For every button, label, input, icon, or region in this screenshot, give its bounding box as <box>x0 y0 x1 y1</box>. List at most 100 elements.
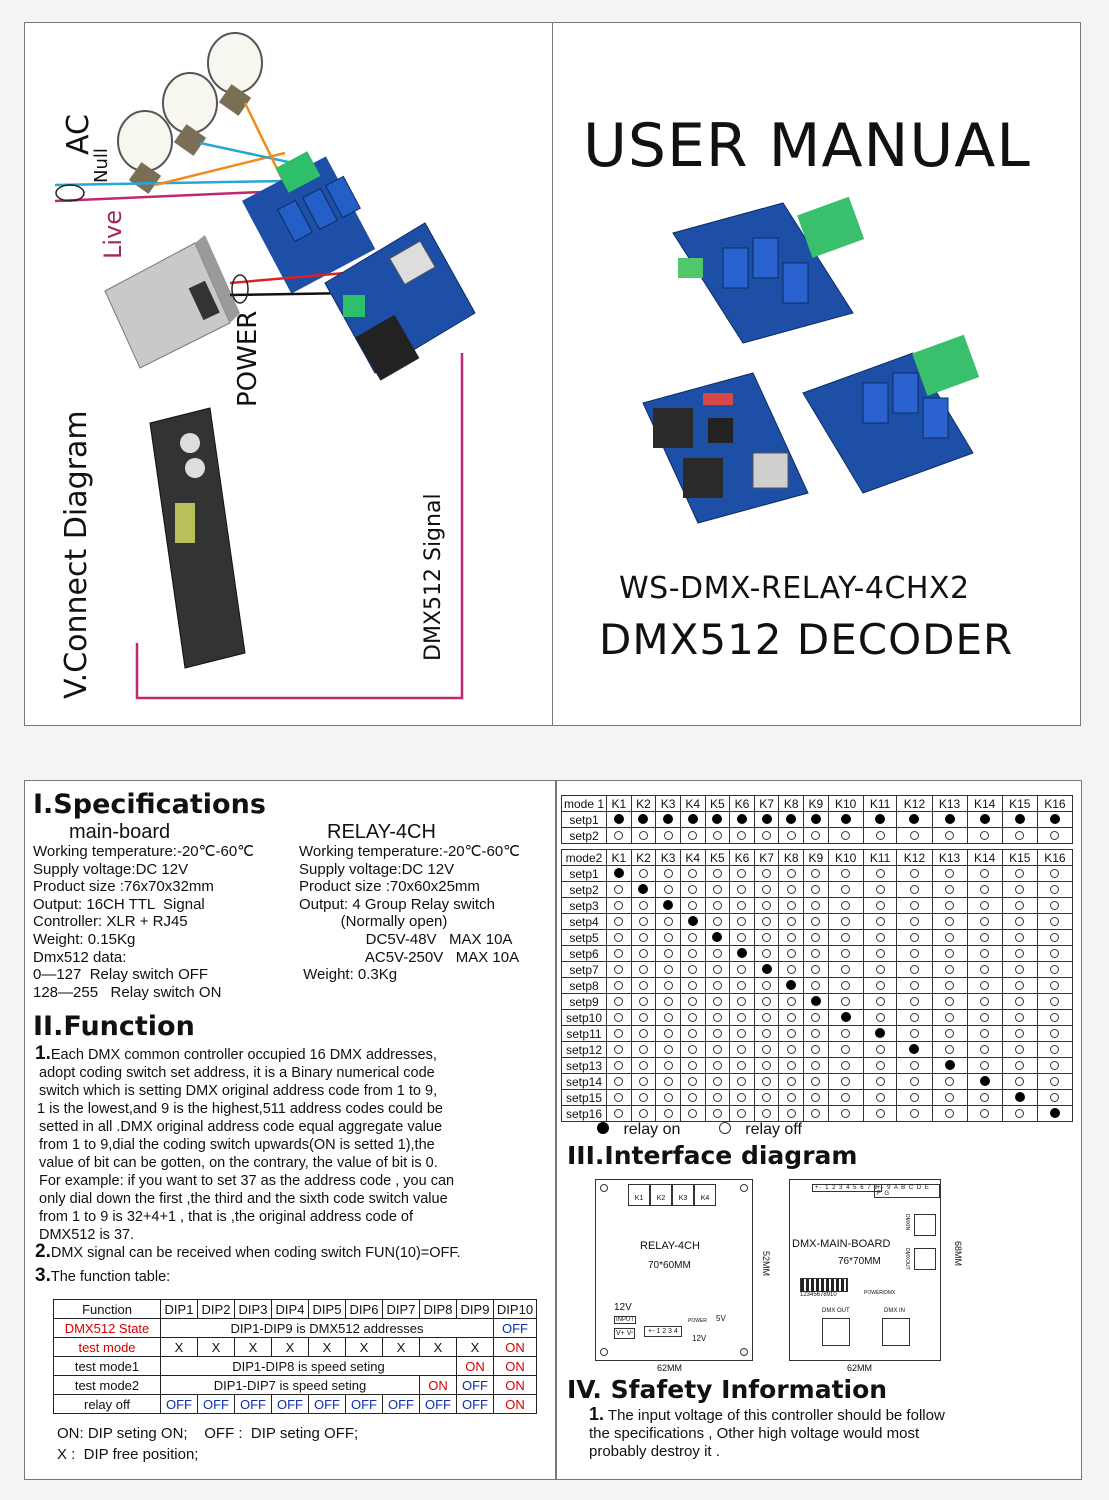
relay-state-cell <box>931 897 968 914</box>
relay-off-icon <box>663 1092 673 1102</box>
relay-off-icon <box>737 1092 747 1102</box>
relay-off-icon <box>909 964 919 974</box>
table-header: DIP4 <box>271 1299 309 1319</box>
relay-off-icon <box>663 1012 673 1022</box>
light-bulb-icon <box>207 32 263 116</box>
relay-state-cell <box>931 1057 968 1074</box>
relay-12v-label: 12V <box>614 1302 632 1313</box>
relay-state-cell <box>862 913 898 930</box>
relay-state-cell <box>803 977 829 994</box>
relay-state-cell <box>827 827 864 844</box>
relay-on-icon <box>761 813 772 824</box>
key-header: K10 <box>827 849 864 866</box>
relay-off-icon <box>712 1044 722 1054</box>
relay-on-icon <box>761 963 772 974</box>
relay-state-cell <box>1036 897 1074 914</box>
relay-off-icon <box>737 996 747 1006</box>
dip-cell: X <box>197 1337 235 1357</box>
key-header: K1 <box>606 795 632 812</box>
relay-state-cell <box>630 1009 657 1026</box>
relay-state-cell <box>896 1025 933 1042</box>
relay-state-cell <box>803 993 829 1010</box>
relay-off-icon <box>712 964 722 974</box>
row-span: DIP1-DIP9 is DMX512 addresses <box>160 1318 494 1338</box>
relay-off-icon <box>1050 980 1060 990</box>
relay-off-icon <box>638 1092 648 1102</box>
relay-off-icon <box>712 1012 722 1022</box>
main-board-specs: Working temperature:-20℃-60℃ Supply volt… <box>33 843 254 1001</box>
relay-state-cell <box>729 827 755 844</box>
relay-state-cell <box>1001 977 1038 994</box>
relay-off-icon <box>638 1012 648 1022</box>
relay-off-icon <box>712 948 722 958</box>
relay-off-icon <box>762 1108 772 1118</box>
step-label: setp13 <box>561 1057 607 1074</box>
step-row: setp16 <box>561 1105 1074 1122</box>
relay-state-cell <box>862 1089 898 1106</box>
main-board-name: DMX-MAIN-BOARD <box>792 1238 891 1250</box>
mount-hole-icon <box>740 1348 748 1356</box>
relay-off-icon <box>688 900 698 910</box>
main-board-image <box>324 222 476 381</box>
relay-off-icon <box>663 948 673 958</box>
relay-off-icon <box>712 916 722 926</box>
relay-off-icon <box>841 1060 851 1070</box>
relay-off-icon <box>909 916 919 926</box>
relay-off-icon <box>688 1044 698 1054</box>
relay-state-cell <box>655 1041 681 1058</box>
relay-state-cell <box>803 961 829 978</box>
relay-off-icon <box>841 1108 851 1118</box>
relay-off-icon <box>841 1028 851 1038</box>
relay-state-cell <box>1001 1089 1038 1106</box>
relay-off-icon <box>980 884 990 894</box>
relay-off-icon <box>1050 868 1060 878</box>
relay-off-icon <box>688 964 698 974</box>
relay-state-cell <box>778 1089 804 1106</box>
relay-state-cell <box>753 1025 780 1042</box>
relay-off-icon <box>663 916 673 926</box>
relay-on-icon <box>1049 1107 1060 1118</box>
relay-off-icon <box>688 1076 698 1086</box>
table-header: DIP10 <box>493 1299 537 1319</box>
relay-off-icon <box>1015 932 1025 942</box>
dip-cell: OFF <box>382 1394 420 1414</box>
step-label: setp10 <box>561 1009 607 1026</box>
dip-switch-block <box>800 1278 848 1292</box>
relay-state-cell <box>630 1073 657 1090</box>
relay-off-icon <box>712 884 722 894</box>
relay-off-icon <box>688 830 698 840</box>
relay-off-icon <box>909 884 919 894</box>
step-label: setp11 <box>561 1025 607 1042</box>
relay-on-icon <box>909 813 920 824</box>
relay-state-cell <box>1001 1009 1038 1026</box>
relay-state-cell <box>896 1009 933 1026</box>
relay-off-icon <box>614 1012 624 1022</box>
relay-state-cell <box>655 961 681 978</box>
relay-off-icon <box>1050 1012 1060 1022</box>
relay-state-cell <box>966 929 1003 946</box>
relay-state-cell <box>778 945 804 962</box>
relay-off-icon <box>737 1012 747 1022</box>
relay-state-cell <box>778 993 804 1010</box>
relay-state-cell <box>1036 977 1074 994</box>
relay-state-cell <box>827 929 864 946</box>
key-header: K2 <box>630 849 657 866</box>
relay-off-icon <box>980 996 990 1006</box>
relay-off-icon <box>638 830 648 840</box>
relay-off-icon <box>909 900 919 910</box>
relay-state-cell <box>606 881 632 898</box>
relay-state-cell <box>753 977 780 994</box>
relay-state-cell <box>679 865 706 882</box>
relay-off-icon <box>909 1108 919 1118</box>
relay-state-cell <box>704 1009 731 1026</box>
dip10-cell: OFF <box>493 1318 537 1338</box>
relay-state-cell <box>630 1089 657 1106</box>
relay-off-icon <box>663 1076 673 1086</box>
relay-on-icon <box>613 867 624 878</box>
relay-off-icon <box>688 980 698 990</box>
function-item-1: 1.Each DMX common controller occupied 16… <box>35 1044 545 1244</box>
relay-state-cell <box>1036 827 1074 844</box>
relay-state-cell <box>704 1041 731 1058</box>
mount-hole-icon <box>600 1184 608 1192</box>
relay-off-icon <box>762 830 772 840</box>
